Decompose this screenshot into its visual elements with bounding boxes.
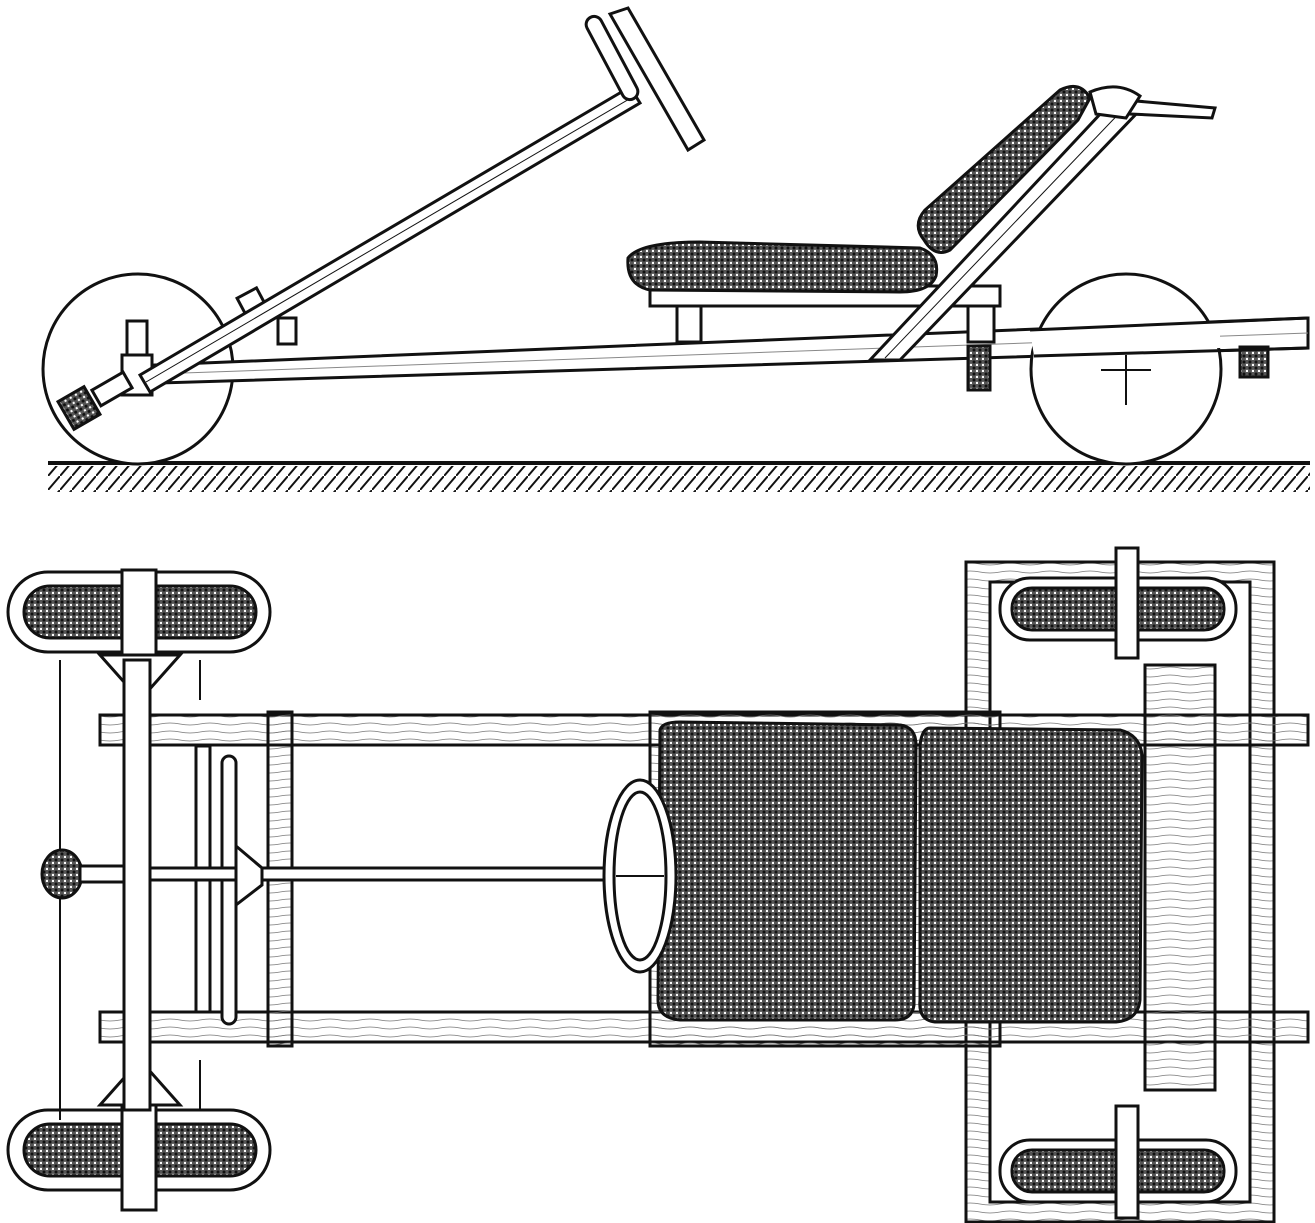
steering-wheel-top: [602, 778, 678, 974]
steering-linkage: [40, 744, 622, 1026]
rear-axle-block: [1143, 663, 1217, 1092]
rear-wheel-bottom: [998, 1104, 1238, 1220]
seat-cushion-top: [656, 720, 918, 1022]
front-wheel-top: [6, 568, 272, 703]
seat-back: [916, 84, 1143, 254]
rear-wheel: [1029, 272, 1309, 466]
top-view: [6, 546, 1310, 1223]
front-axle: [59, 658, 201, 1120]
front-hub: [55, 285, 298, 432]
side-view: [41, 6, 1310, 492]
ground: [48, 461, 1310, 492]
rear-wheel-top: [998, 546, 1238, 660]
front-wheel-bottom: [6, 1057, 272, 1212]
seat-cushion: [626, 240, 939, 294]
steering-column: [137, 84, 643, 395]
steering-wheel: [584, 6, 707, 153]
seat-back-frame: [866, 93, 1217, 362]
seat-back-top: [918, 726, 1144, 1024]
